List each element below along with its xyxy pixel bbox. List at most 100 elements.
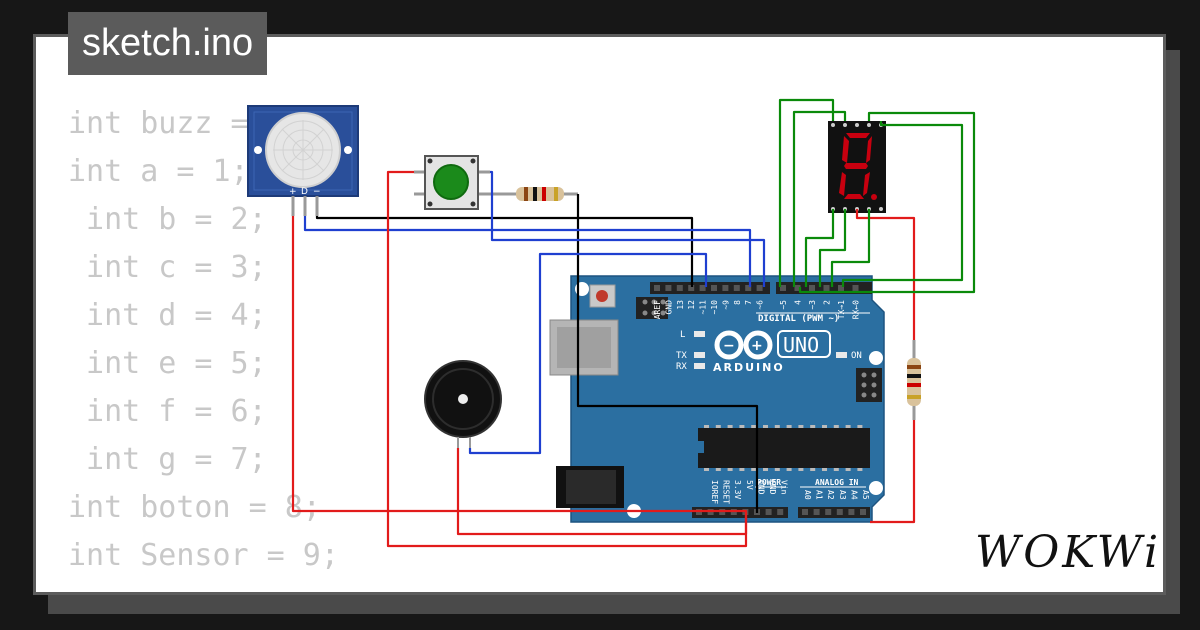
power-header <box>692 507 788 518</box>
digital-pin-label: ~5 <box>779 300 788 310</box>
mounting-hole <box>869 481 883 495</box>
pir-motion-sensor[interactable]: + D − <box>247 105 359 216</box>
chip-pin <box>845 425 851 428</box>
led-tx-label: TX <box>676 351 687 361</box>
code-line: int a = 1; <box>68 154 249 189</box>
digital-pin <box>852 285 859 291</box>
analog-pin-label: A4 <box>849 490 858 500</box>
power-label: POWER <box>757 478 781 487</box>
chip-pin <box>763 425 768 428</box>
digital-pin-label: 8 <box>733 300 742 305</box>
chip-pin <box>727 468 733 471</box>
code-line: int c = 3; <box>68 250 267 285</box>
chip-pin <box>857 425 863 428</box>
wire-seg-a <box>778 98 835 287</box>
digital-pin <box>838 285 844 291</box>
led-l <box>694 331 705 337</box>
digital-pin <box>722 285 729 291</box>
svg-text:+: + <box>751 338 763 354</box>
power-pin <box>765 509 772 515</box>
power-pin-label: Vin <box>780 480 789 495</box>
chip-pin <box>704 468 709 471</box>
analog-pin-label: A5 <box>861 490 870 500</box>
chip-pin <box>739 468 745 471</box>
digital-pin-label: ~9 <box>721 300 730 310</box>
digital-pin-label: 7 <box>744 300 753 305</box>
power-pin-label: 5V <box>745 480 754 490</box>
analog-pin <box>813 509 820 515</box>
wire-seg-f <box>818 209 847 287</box>
wire-seg-c <box>798 111 976 294</box>
digital-pins <box>654 285 859 291</box>
chip-pin <box>774 425 780 428</box>
digital-pin <box>823 285 830 291</box>
pushbutton[interactable] <box>414 155 490 210</box>
seven-segment-display[interactable] <box>828 121 886 213</box>
wire-pir-gnd <box>315 216 694 287</box>
chip-pin <box>774 468 780 471</box>
analog-pin <box>848 509 855 515</box>
led-on-label: ON <box>851 351 862 361</box>
wire-buzzer-gnd <box>456 448 748 536</box>
resistor-button[interactable] <box>490 187 578 201</box>
mounting-hole <box>344 146 352 154</box>
digital-pin-label: GND <box>664 300 673 315</box>
uno-label: UNO <box>783 333 819 357</box>
wire-pir-vcc <box>291 216 748 513</box>
chip-pin <box>798 468 804 471</box>
chip-pin <box>833 468 839 471</box>
code-line: int g = 7; <box>68 442 267 477</box>
piezo-buzzer[interactable] <box>424 360 502 448</box>
chip-pin <box>845 468 851 471</box>
code-line: int b = 2; <box>68 202 267 237</box>
chip-pin <box>810 425 816 428</box>
wire-pir-data <box>303 216 752 287</box>
wire-button-pin8 <box>490 170 766 287</box>
mounting-hole <box>254 146 262 154</box>
code-line: int buzz = <box>68 106 267 141</box>
resistor-display[interactable] <box>907 340 921 420</box>
icsp-header-top <box>636 297 668 319</box>
digital-pin-label: RX←0 <box>852 300 861 319</box>
svg-text:−: − <box>723 338 735 354</box>
analog-pin-label: A2 <box>826 490 835 500</box>
digital-pin-label: 13 <box>676 300 685 310</box>
mounting-hole <box>869 351 883 365</box>
wire-buzzer-signal <box>468 252 708 455</box>
wokwi-logo: WOKWi <box>975 527 1162 578</box>
wire-seg-d <box>841 121 964 287</box>
digital-pin <box>688 285 695 291</box>
analog-pin <box>860 509 866 515</box>
chip-pin <box>786 425 792 428</box>
icsp-header-right <box>856 368 882 402</box>
digital-pin-label: 12 <box>687 300 696 310</box>
digital-pin-label: 4 <box>794 300 803 305</box>
chip-pin <box>715 425 721 428</box>
analog-header <box>798 507 870 518</box>
chip-pin <box>751 468 757 471</box>
digital-pin-label: AREF <box>653 300 662 319</box>
digital-pin <box>780 285 786 291</box>
file-title-tab[interactable]: sketch.ino <box>68 12 268 75</box>
arduino-infinity-logo-icon <box>714 330 773 360</box>
analog-pin-label: A1 <box>815 490 824 500</box>
code-background: int buzz = int a = 1; int b = 2; int c =… <box>68 100 339 580</box>
digital-pin <box>756 285 763 291</box>
analog-label: ANALOG IN <box>815 478 859 487</box>
chip-pin <box>715 468 721 471</box>
power-pin-label: RESET <box>722 480 731 504</box>
analog-pin-label: A0 <box>803 490 812 500</box>
wire-display-resistor-5v <box>870 420 916 524</box>
chip-pin <box>810 468 816 471</box>
power-pin-label: GND <box>768 480 777 495</box>
chip-pin <box>822 468 827 471</box>
power-pin-label: 3.3V <box>733 480 742 499</box>
digital-pin <box>654 285 660 291</box>
power-pin-label: IOREF <box>710 480 719 504</box>
analog-pin <box>825 509 832 515</box>
wire-button-resistor-gnd <box>576 194 759 513</box>
